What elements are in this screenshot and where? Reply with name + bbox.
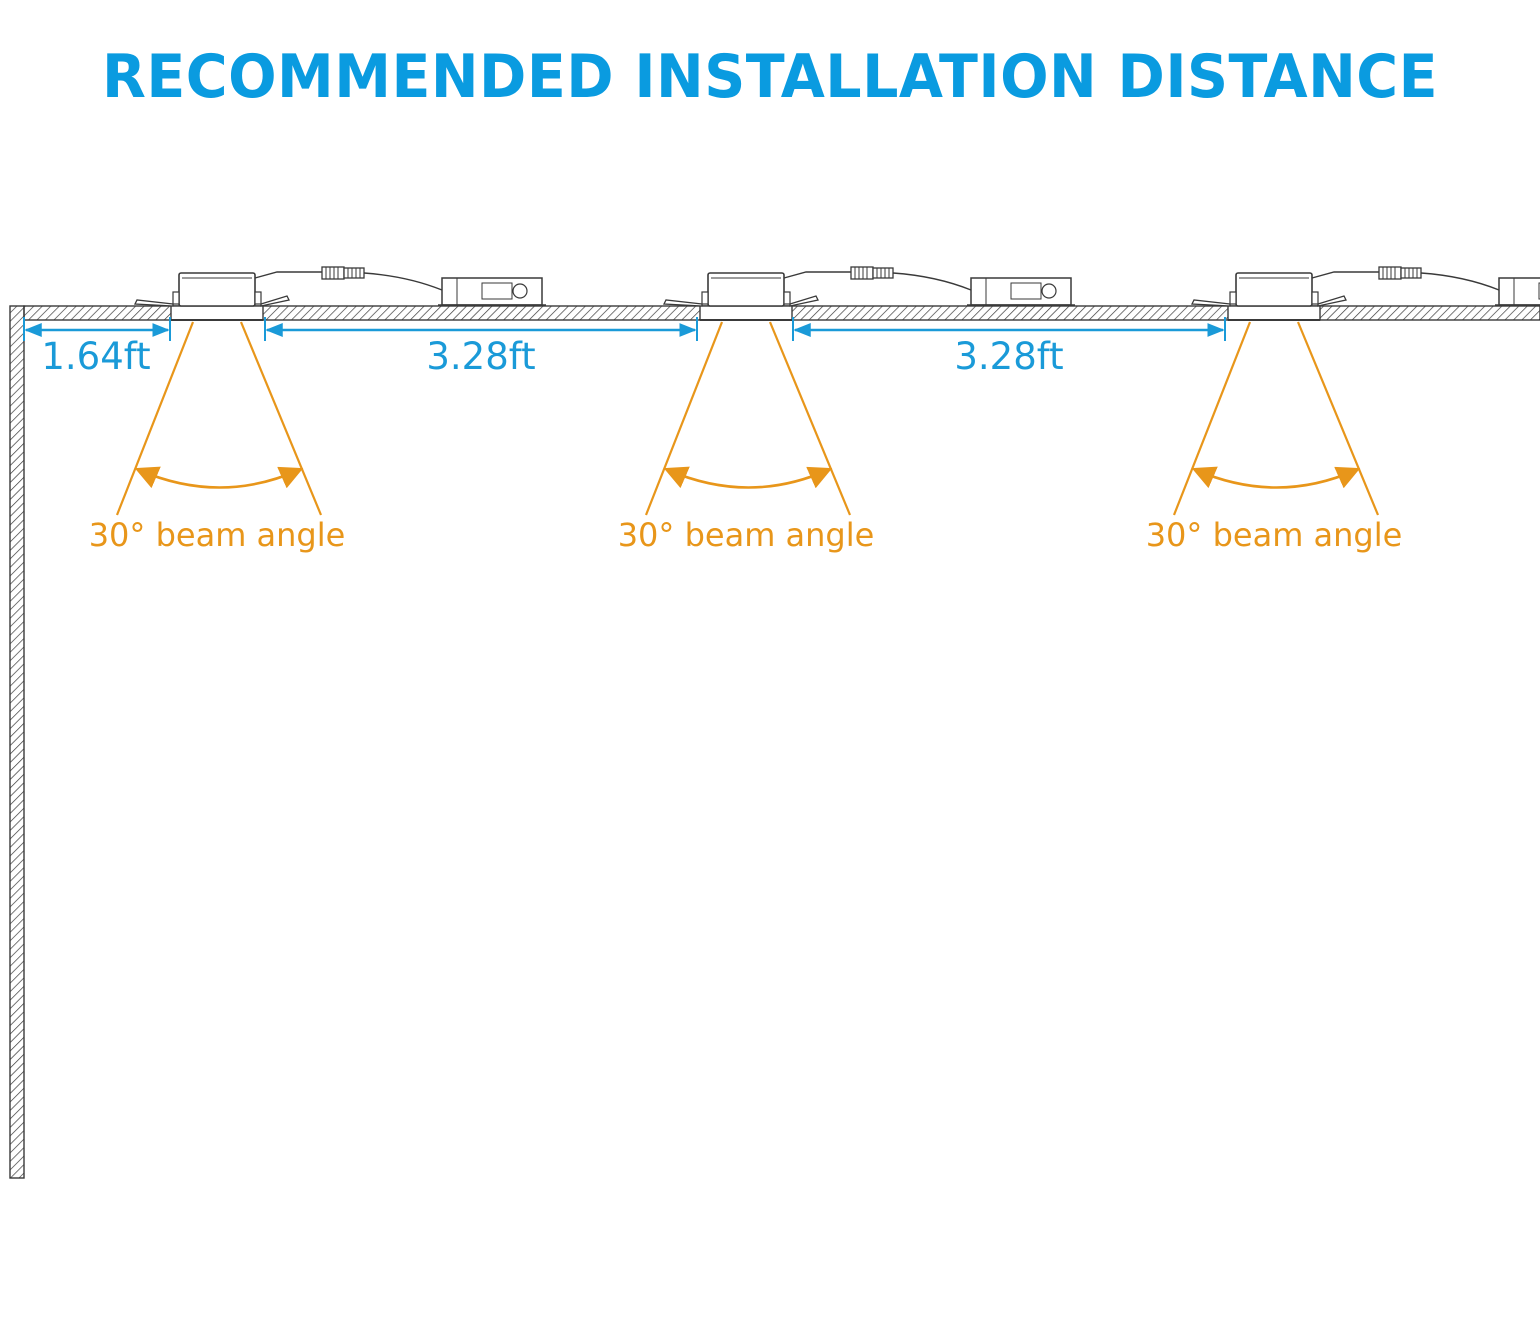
downlight-fixture-3 [1190,266,1540,321]
downlight-fixture-2 [662,266,1075,321]
dimension-lines [23,317,1226,341]
dimension-label-2: 3.28ft [954,335,1063,378]
beam-angle-arc-1 [134,466,304,489]
beam-angle-arc-2 [663,466,833,489]
page-title: RECOMMENDED INSTALLATION DISTANCE [102,42,1438,112]
beam-angle-arc-3 [1191,466,1361,489]
beam-cone-3 [1172,321,1380,516]
beam-cone-1 [115,321,323,516]
beam-label-2: 30° beam angle [618,516,875,554]
dimension-label-1: 3.28ft [426,335,535,378]
dimension-label-wall: 1.64ft [41,335,150,378]
downlight-fixture-1 [133,266,546,321]
beam-cone-2 [644,321,852,516]
cable-connector-3 [1378,266,1422,280]
fixtures [133,266,1540,321]
cable-connector-2 [850,266,894,280]
driver-box-1 [438,277,546,306]
cable-connector-1 [321,266,365,280]
beams [115,321,1380,516]
driver-box-3 [1495,277,1540,306]
wall [9,305,25,1179]
beam-label-3: 30° beam angle [1146,516,1403,554]
beam-label-1: 30° beam angle [89,516,346,554]
driver-box-2 [967,277,1075,306]
